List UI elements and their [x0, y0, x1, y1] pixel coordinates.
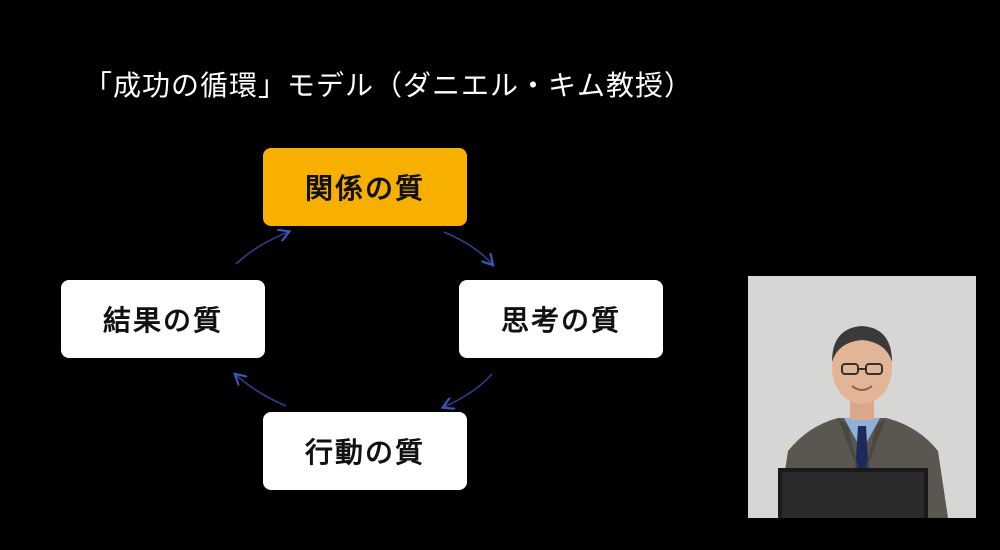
quality-of-result-box: 結果の質	[61, 280, 265, 358]
presenter-video-icon	[748, 276, 976, 518]
arrow-relationship-to-thinking	[443, 231, 492, 264]
quality-of-action-label: 行動の質	[304, 436, 425, 469]
arrow-result-to-relationship	[235, 232, 288, 265]
presenter-webcam	[748, 276, 976, 518]
quality-of-thinking-box: 思考の質	[459, 280, 663, 358]
quality-of-thinking-label: 思考の質	[500, 304, 621, 337]
quality-of-relationship-box: 関係の質	[263, 148, 467, 226]
quality-of-relationship-label: 関係の質	[304, 172, 425, 205]
arrow-action-to-result	[236, 375, 287, 407]
quality-of-result-label: 結果の質	[102, 304, 223, 337]
arrow-thinking-to-action	[444, 373, 493, 407]
slide-title: 「成功の循環」モデル（ダニエル・キム教授）	[84, 69, 694, 102]
quality-of-action-box: 行動の質	[263, 412, 467, 490]
